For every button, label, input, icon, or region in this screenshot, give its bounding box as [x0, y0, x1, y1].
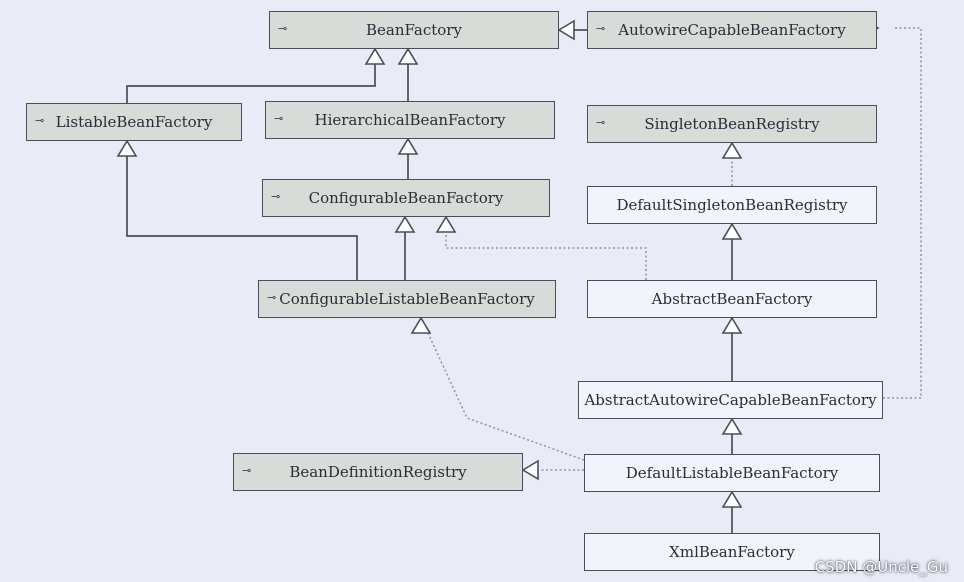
arrowhead-beanfactory-autowire [557, 19, 575, 41]
edge-listable-to-beanfactory [126, 64, 376, 103]
edge-abstractbean-to-configurable [445, 232, 647, 280]
arrowhead-hierarchical [397, 137, 419, 155]
node-label: BeanFactory [366, 21, 462, 39]
node-xml-bean-factory: XmlBeanFactory [584, 533, 880, 571]
node-label: DefaultListableBeanFactory [625, 464, 839, 482]
node-label: AutowireCapableBeanFactory [618, 21, 846, 39]
node-label: ListableBeanFactory [55, 113, 213, 131]
node-label: BeanDefinitionRegistry [289, 463, 467, 481]
node-default-listable-bean-factory: DefaultListableBeanFactory [584, 454, 880, 492]
node-bean-definition-registry: ⊸ BeanDefinitionRegistry [233, 453, 523, 491]
interface-icon: ⊸ [35, 113, 45, 127]
arrowhead-defaultlistable [721, 490, 743, 508]
arrowhead-defaultsingleton [721, 222, 743, 240]
arrowhead-configlistable [410, 316, 432, 334]
interface-icon: ⊸ [596, 21, 606, 35]
node-label: AbstractAutowireCapableBeanFactory [584, 391, 877, 409]
node-configurable-listable-bean-factory: ⊸ ConfigurableListableBeanFactory [258, 280, 556, 318]
interface-icon: ⊸ [271, 189, 281, 203]
node-abstract-autowire-capable-bean-factory: AbstractAutowireCapableBeanFactory [578, 381, 883, 419]
node-label: DefaultSingletonBeanRegistry [616, 196, 848, 214]
node-default-singleton-bean-registry: DefaultSingletonBeanRegistry [587, 186, 877, 224]
node-bean-factory: ⊸ BeanFactory [269, 11, 559, 49]
interface-icon: ⊸ [278, 21, 288, 35]
node-label: HierarchicalBeanFactory [314, 111, 506, 129]
interface-icon: ⊸ [242, 463, 252, 477]
node-singleton-bean-registry: ⊸ SingletonBeanRegistry [587, 105, 877, 143]
arrowhead-listable [116, 139, 138, 157]
arrowhead-beandefinition [521, 459, 539, 481]
interface-icon: ⊸ [274, 111, 284, 125]
node-abstract-bean-factory: AbstractBeanFactory [587, 280, 877, 318]
arrowhead-configurable-from-configlistable [394, 215, 416, 233]
node-autowire-capable-bean-factory: ⊸ AutowireCapableBeanFactory [587, 11, 877, 49]
node-label: AbstractBeanFactory [651, 290, 813, 308]
node-label: SingletonBeanRegistry [644, 115, 820, 133]
watermark: CSDN @Uncle_Gu [814, 558, 948, 576]
arrowhead-beanfactory-listable [364, 47, 386, 65]
arrowhead-abstractautowire [721, 417, 743, 435]
interface-icon: ⊸ [596, 115, 606, 129]
edge-configlistable-to-listable [126, 156, 358, 280]
node-label: ConfigurableListableBeanFactory [279, 290, 535, 308]
arrowhead-beanfactory-hierarchical [397, 47, 419, 65]
node-configurable-bean-factory: ⊸ ConfigurableBeanFactory [262, 179, 550, 217]
arrowhead-singleton [721, 141, 743, 159]
node-listable-bean-factory: ⊸ ListableBeanFactory [26, 103, 242, 141]
arrowhead-configurable-from-abstractbean [435, 215, 457, 233]
node-label: ConfigurableBeanFactory [308, 189, 504, 207]
arrowhead-abstractbean [721, 316, 743, 334]
interface-icon: ⊸ [267, 290, 277, 304]
edge-defaultlistable-to-configlistable [427, 332, 585, 461]
node-label: XmlBeanFactory [669, 543, 795, 561]
node-hierarchical-bean-factory: ⊸ HierarchicalBeanFactory [265, 101, 555, 139]
edge-abstractautowire-to-autowire [883, 27, 922, 399]
